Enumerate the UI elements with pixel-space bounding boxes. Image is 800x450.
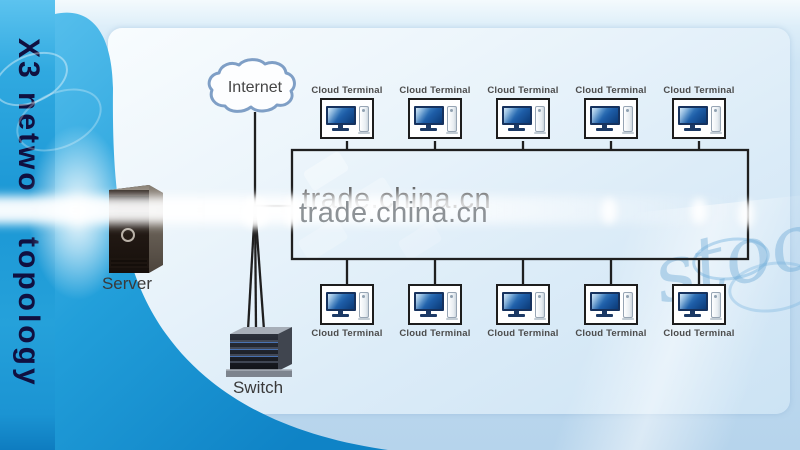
cloud-terminal-box <box>408 284 462 325</box>
cloud-terminal-label: Cloud Terminal <box>575 328 647 339</box>
thin-client-icon <box>621 105 634 134</box>
monitor-icon <box>677 292 708 317</box>
switch-label: Switch <box>232 378 284 397</box>
glare-blob <box>738 200 754 228</box>
thin-client-icon <box>533 291 546 320</box>
monitor-icon <box>589 106 620 131</box>
cloud-terminal-label: Cloud Terminal <box>663 328 735 339</box>
cloud-terminal-box <box>672 284 726 325</box>
thin-client-icon <box>709 105 722 134</box>
switch-icon <box>222 318 298 380</box>
cloud-terminal-label: Cloud Terminal <box>487 328 559 339</box>
monitor-icon <box>501 106 532 131</box>
cloud-terminal-box <box>408 98 462 139</box>
cloud-terminal-label: Cloud Terminal <box>399 328 471 339</box>
cloud-terminal-box <box>584 98 638 139</box>
cloud-terminal-top-4: Cloud Terminal <box>575 85 646 141</box>
cloud-terminal-label: Cloud Terminal <box>575 85 647 96</box>
glare-blob <box>240 198 270 228</box>
thin-client-icon <box>445 291 458 320</box>
thin-client-icon <box>445 105 458 134</box>
monitor-icon <box>589 292 620 317</box>
cloud-terminal-bottom-2: Cloud Terminal <box>399 259 470 343</box>
cloud-terminal-label: Cloud Terminal <box>399 85 471 96</box>
glare-blob <box>284 197 300 227</box>
glare-band-decoration <box>0 196 776 224</box>
cloud-terminal-bottom-5: Cloud Terminal <box>663 259 734 343</box>
cloud-terminal-box <box>320 98 374 139</box>
internet-label: Internet <box>227 79 283 96</box>
cloud-terminal-box <box>496 284 550 325</box>
cloud-terminal-bottom-4: Cloud Terminal <box>575 259 646 343</box>
cloud-terminal-box <box>672 98 726 139</box>
thin-client-icon <box>357 291 370 320</box>
internet-cloud-icon <box>203 56 307 120</box>
thin-client-icon <box>709 291 722 320</box>
monitor-icon <box>325 292 356 317</box>
cloud-terminal-box <box>584 284 638 325</box>
watermark-text: trade.china.cn <box>299 197 489 229</box>
cloud-terminal-top-5: Cloud Terminal <box>663 85 734 141</box>
cloud-terminal-top-1: Cloud Terminal <box>311 85 382 141</box>
thin-client-icon <box>357 105 370 134</box>
cloud-terminal-box <box>496 98 550 139</box>
monitor-icon <box>413 292 444 317</box>
cloud-terminal-box <box>320 284 374 325</box>
monitor-icon <box>501 292 532 317</box>
monitor-icon <box>325 106 356 131</box>
cloud-terminal-bottom-3: Cloud Terminal <box>487 259 558 343</box>
glare-blob <box>601 198 617 224</box>
cloud-terminal-top-3: Cloud Terminal <box>487 85 558 141</box>
cloud-terminal-label: Cloud Terminal <box>663 85 735 96</box>
server-label: Server <box>101 274 153 293</box>
monitor-icon <box>677 106 708 131</box>
cloud-terminal-label: Cloud Terminal <box>311 85 383 96</box>
server-tower-icon <box>95 180 175 280</box>
thin-client-icon <box>621 291 634 320</box>
cloud-terminal-label: Cloud Terminal <box>311 328 383 339</box>
monitor-icon <box>413 106 444 131</box>
glare-blob <box>691 198 707 224</box>
cloud-terminal-bottom-1: Cloud Terminal <box>311 259 382 343</box>
thin-client-icon <box>533 105 546 134</box>
cloud-terminal-top-2: Cloud Terminal <box>399 85 470 141</box>
cloud-terminal-label: Cloud Terminal <box>487 85 559 96</box>
